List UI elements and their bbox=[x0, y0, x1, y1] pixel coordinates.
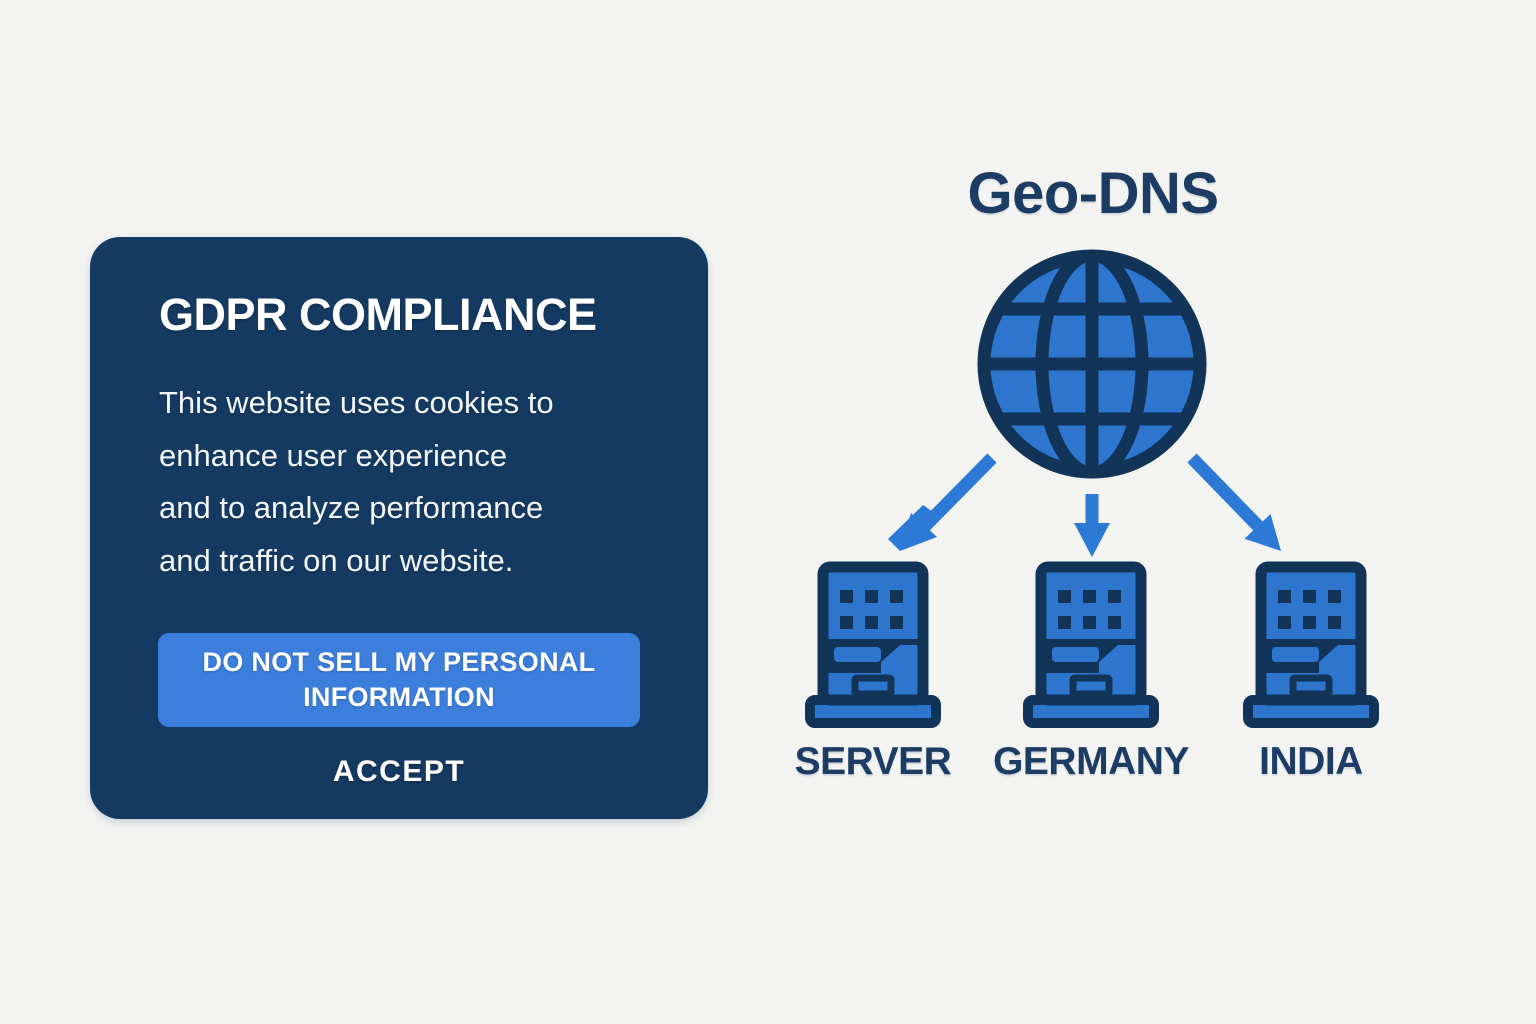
do-not-sell-button[interactable]: DO NOT SELL MY PERSONAL INFORMATION bbox=[158, 633, 640, 727]
consent-body-line: enhance user experience bbox=[159, 437, 508, 473]
dns-routing-arrows bbox=[888, 453, 1281, 557]
arrow-center-icon bbox=[1074, 494, 1110, 557]
server-icon bbox=[805, 561, 941, 728]
consent-body-line: and traffic on our website. bbox=[159, 542, 514, 578]
accept-button[interactable]: ACCEPT bbox=[90, 755, 708, 789]
node-label-india: INDIA bbox=[1259, 740, 1363, 783]
arrow-right-icon bbox=[1187, 453, 1281, 551]
diagram-title: Geo-DNS bbox=[967, 161, 1219, 226]
consent-body-line: This website uses cookies to bbox=[159, 385, 554, 420]
arrow-left-icon bbox=[888, 453, 997, 551]
node-label-server: SERVER bbox=[794, 740, 952, 783]
consent-card-body: This website uses cookies to enhance use… bbox=[159, 377, 659, 587]
node-label-germany: GERMANY bbox=[993, 740, 1189, 783]
consent-body-line: and to analyze performance bbox=[159, 490, 544, 525]
globe-icon bbox=[977, 249, 1207, 479]
gdpr-consent-card: GDPR COMPLIANCE This website uses cookie… bbox=[90, 237, 708, 819]
server-icon bbox=[1241, 560, 1381, 730]
server-icon bbox=[1021, 560, 1161, 730]
consent-card-title: GDPR COMPLIANCE bbox=[159, 289, 597, 340]
